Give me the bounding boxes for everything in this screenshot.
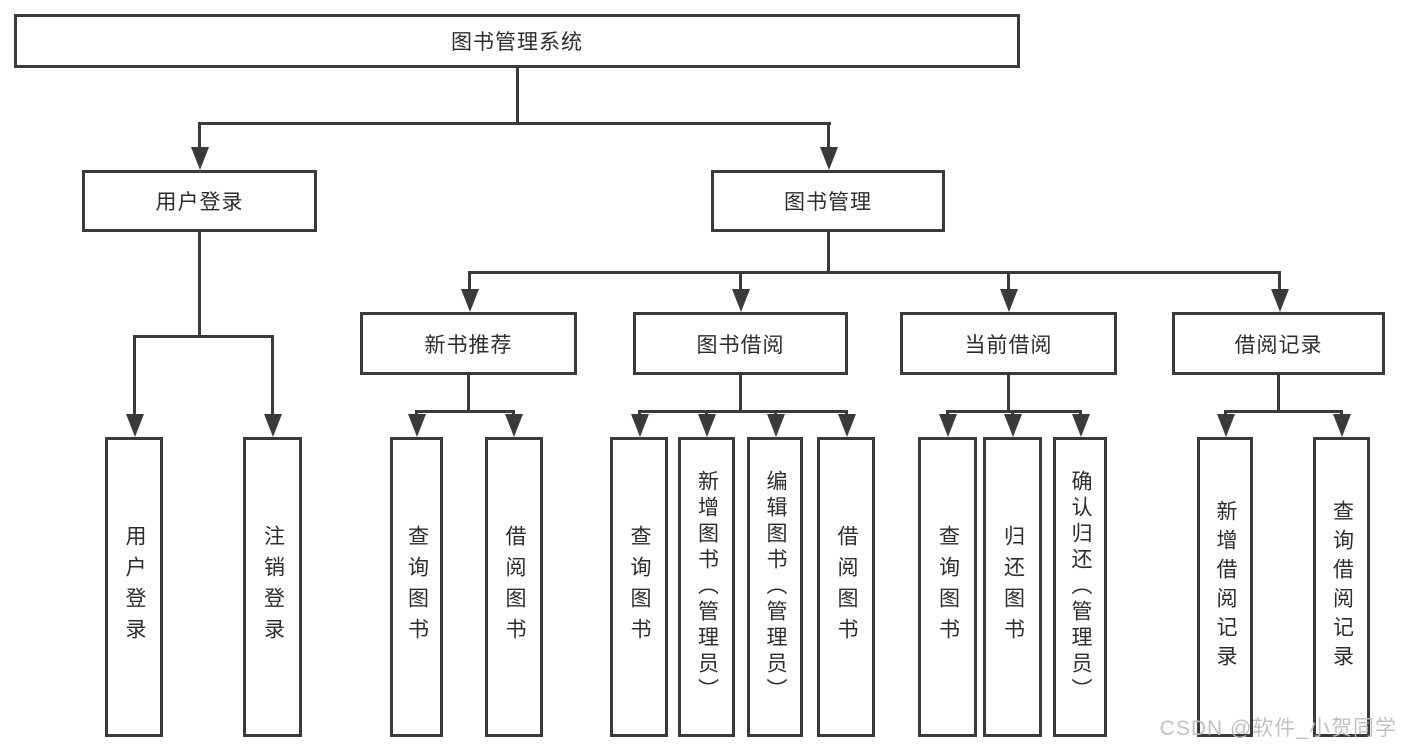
arrow-down-icon [126, 414, 144, 437]
node-br-query: 查询借阅记录 [1313, 437, 1370, 737]
connector-line [133, 335, 274, 338]
arrow-down-icon [1333, 414, 1351, 437]
node-current-borrow-label: 当前借阅 [964, 333, 1053, 357]
node-nb-borrow: 借阅图书 [485, 437, 543, 737]
connector-line [468, 271, 471, 291]
connector-line [1007, 375, 1010, 410]
arrow-down-icon [1271, 289, 1289, 312]
arrow-down-icon [1072, 414, 1090, 437]
node-cb-confirm-label: 确认归还（管理员） [1069, 470, 1092, 704]
node-new-book-rec: 新书推荐 [360, 312, 577, 375]
node-book-mgmt: 图书管理 [711, 170, 945, 232]
node-cb-return-label: 归还图书 [1001, 525, 1025, 649]
connector-line [1007, 271, 1010, 291]
connector-line [198, 232, 201, 338]
arrow-down-icon [461, 289, 479, 312]
node-book-mgmt-label: 图书管理 [784, 191, 872, 214]
connector-line [1224, 410, 1343, 413]
arrow-down-icon [1217, 414, 1235, 437]
node-cb-query: 查询图书 [918, 437, 977, 737]
node-bb-add: 新增图书（管理员） [678, 437, 735, 737]
arrow-down-icon [191, 147, 209, 170]
node-root: 图书管理系统 [14, 14, 1020, 68]
node-user-login-label: 用户登录 [155, 191, 244, 214]
connector-line [827, 232, 830, 271]
connector-line [198, 122, 831, 125]
connector-line [415, 410, 515, 413]
node-login-label: 用户登录 [123, 525, 146, 649]
arrow-down-icon [698, 414, 716, 437]
connector-line [133, 335, 136, 415]
node-bb-query-label: 查询图书 [628, 525, 651, 649]
connector-line [271, 335, 274, 415]
connector-line [467, 375, 470, 410]
node-br-add-label: 新增借阅记录 [1214, 500, 1237, 674]
node-new-book-rec-label: 新书推荐 [424, 333, 513, 357]
node-borrow-record: 借阅记录 [1172, 312, 1385, 375]
node-book-borrow: 图书借阅 [633, 312, 848, 375]
arrow-down-icon [631, 414, 649, 437]
arrow-down-icon [820, 147, 838, 170]
arrow-down-icon [1004, 414, 1022, 437]
connector-line [638, 410, 848, 413]
arrow-down-icon [939, 414, 957, 437]
node-book-borrow-label: 图书借阅 [696, 333, 785, 357]
arrow-down-icon [408, 414, 426, 437]
node-cb-confirm: 确认归还（管理员） [1053, 437, 1107, 737]
node-nb-borrow-label: 借阅图书 [503, 525, 526, 649]
arrow-down-icon [1000, 289, 1018, 312]
arrow-down-icon [264, 414, 282, 437]
node-br-query-label: 查询借阅记录 [1330, 500, 1354, 674]
arrow-down-icon [838, 414, 856, 437]
node-nb-query: 查询图书 [390, 437, 443, 737]
connector-line [739, 375, 742, 410]
node-bb-edit-label: 编辑图书（管理员） [764, 470, 787, 704]
connector-line [1278, 271, 1281, 291]
node-borrow-record-label: 借阅记录 [1234, 333, 1323, 357]
arrow-down-icon [505, 414, 523, 437]
node-logout: 注销登录 [243, 437, 302, 737]
node-bb-borrow-label: 借阅图书 [835, 525, 858, 649]
node-logout-label: 注销登录 [261, 525, 285, 649]
connector-line [946, 410, 1082, 413]
node-nb-query-label: 查询图书 [405, 525, 429, 649]
connector-line [739, 271, 742, 291]
node-bb-borrow: 借阅图书 [817, 437, 875, 737]
arrow-down-icon [767, 414, 785, 437]
node-bb-edit: 编辑图书（管理员） [747, 437, 803, 737]
node-user-login: 用户登录 [82, 170, 317, 232]
connector-line [827, 122, 830, 150]
node-bb-query: 查询图书 [610, 437, 668, 737]
node-bb-add-label: 新增图书（管理员） [695, 470, 719, 704]
connector-line [516, 68, 519, 122]
node-current-borrow: 当前借阅 [900, 312, 1117, 375]
node-root-label: 图书管理系统 [451, 31, 583, 54]
node-login: 用户登录 [105, 437, 163, 737]
connector-line [468, 271, 1281, 274]
connector-line [1277, 375, 1280, 410]
node-cb-query-label: 查询图书 [936, 525, 960, 649]
node-br-add: 新增借阅记录 [1197, 437, 1253, 737]
node-cb-return: 归还图书 [983, 437, 1042, 737]
arrow-down-icon [732, 289, 750, 312]
connector-line [198, 122, 201, 150]
